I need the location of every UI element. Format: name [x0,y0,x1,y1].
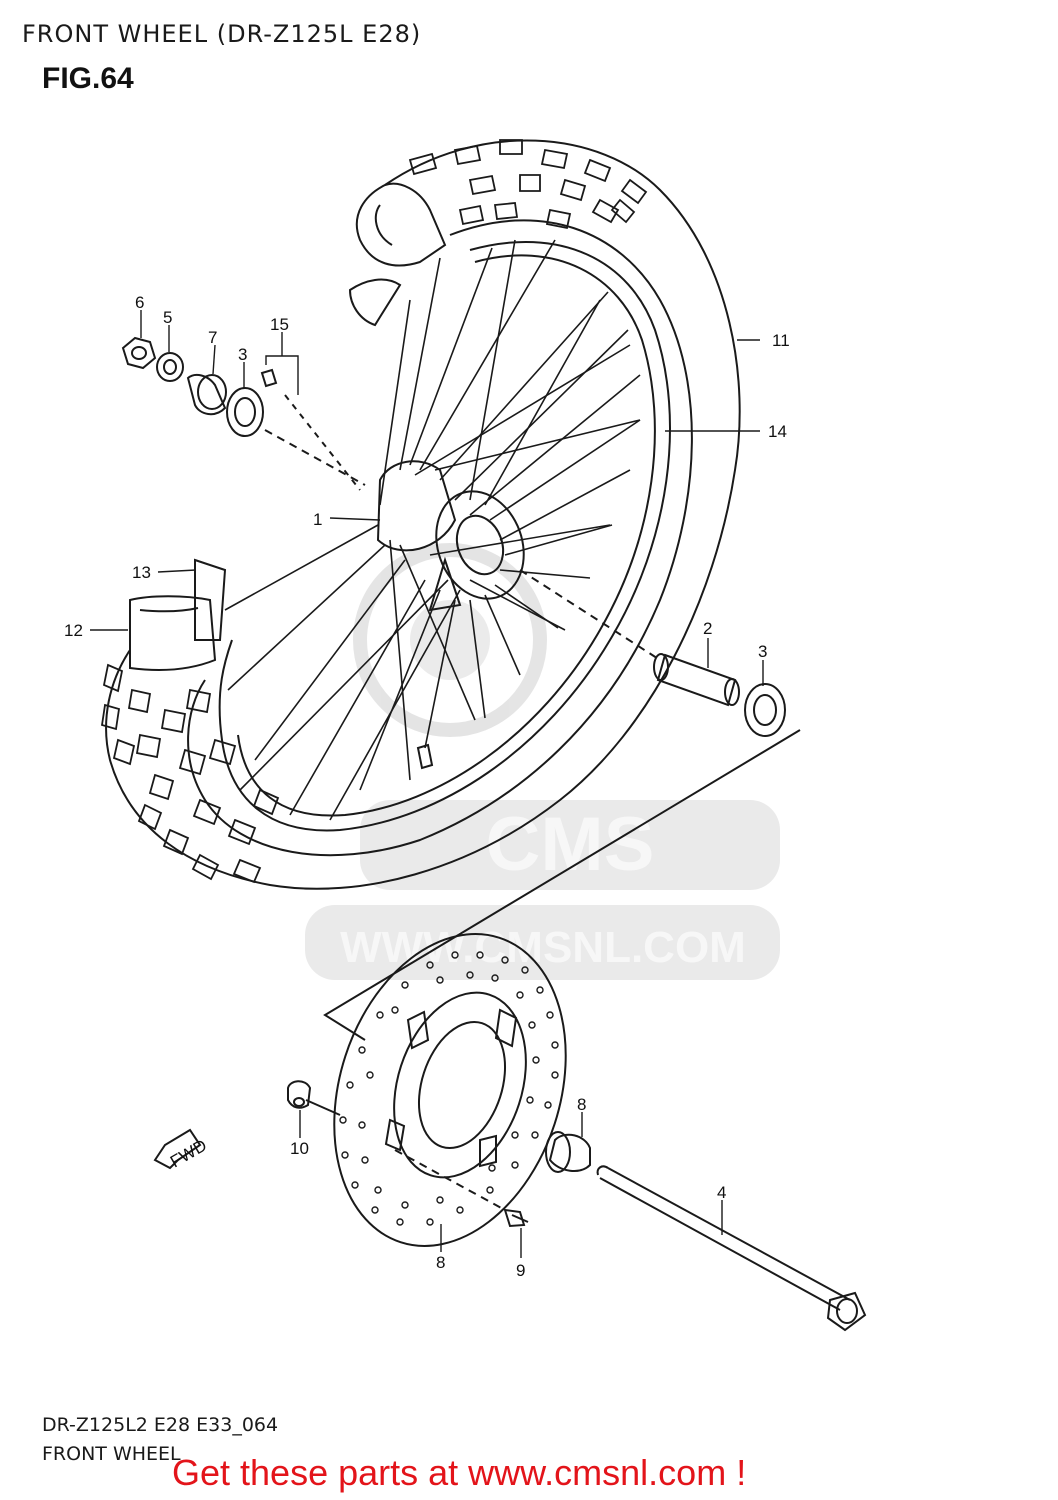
tire-outline [105,139,741,890]
diagram-code: DR-Z125L2 E28 E33_064 [42,1414,279,1436]
callout-13: 13 [132,563,151,582]
callout-leaders [90,310,764,1258]
axle-nut [121,336,157,370]
collar-right [548,1133,591,1172]
callout-14: 14 [768,422,787,441]
rim-outer [218,241,671,832]
front-axle [596,1165,867,1332]
callout-6: 6 [135,293,144,312]
disc-mount-guide [323,729,801,1041]
tire-tread-bottom [100,663,280,884]
callout-numbers: 6 5 7 3 15 11 14 1 13 12 2 3 4 8 9 8 10 [64,293,790,1280]
cta-link[interactable]: Get these parts at www.cmsnl.com ! [172,1452,747,1493]
watermark-url: WWW.CMSNL.COM [340,923,746,972]
tire-valve [416,743,434,770]
callout-9: 9 [516,1261,525,1280]
callout-2: 2 [703,619,712,638]
wheel-hub [376,460,525,612]
cms-watermark: CMS WWW.CMSNL.COM [305,543,780,980]
tire-tread-top [408,139,648,230]
callout-8-disc: 8 [436,1253,445,1272]
page-title: FRONT WHEEL (DR-Z125L E28) [22,20,422,48]
callout-12: 12 [64,621,83,640]
brake-disc-holes [339,951,559,1226]
rim-tape-strip [348,278,402,327]
callout-11: 11 [772,331,790,350]
rim-band-section [194,558,227,641]
tire-section-bottom [129,595,217,671]
watermark-brand: CMS [486,802,655,887]
callout-10: 10 [290,1139,309,1158]
callout-3-right: 3 [758,642,767,661]
spacer-left [186,373,227,416]
spoke-nipple [260,368,278,388]
axle-spacer [653,653,740,707]
figure-number: FIG.64 [42,62,134,95]
callout-4: 4 [717,1183,726,1202]
spokes [224,239,641,821]
bearing-left [226,387,264,437]
rim-inner [237,254,656,817]
washer [156,352,184,382]
fwd-arrow [153,1128,202,1170]
callout-5: 5 [163,308,172,327]
callout-7: 7 [208,328,217,347]
callout-8-collar: 8 [577,1095,586,1114]
disc-bolt-left [287,1080,312,1109]
disc-screw [503,1208,526,1228]
diagram-subtitle: FRONT WHEEL [42,1443,181,1465]
callout-15: 15 [270,315,289,334]
callout-1: 1 [313,510,322,529]
tire-section-top [355,182,447,267]
brake-disc [333,933,567,1247]
callout-3-left: 3 [238,345,247,364]
bearing-right [744,683,786,737]
